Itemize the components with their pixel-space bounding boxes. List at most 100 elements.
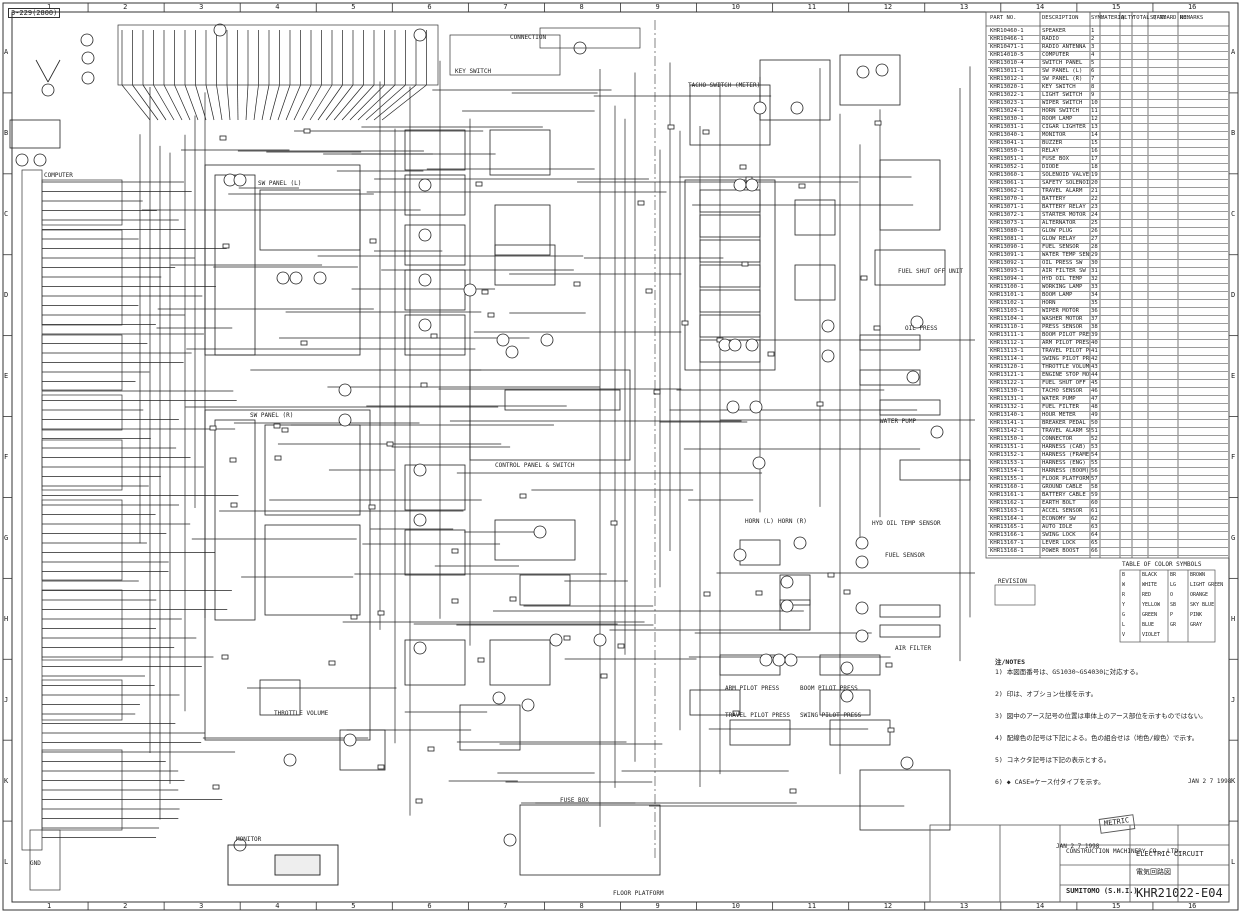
reference-number-circles	[15, 23, 944, 852]
bom-sym: 47	[1091, 396, 1098, 402]
bom-description: SAFETY SOLENOID	[1042, 180, 1090, 186]
bom-sym: 7	[1091, 76, 1095, 82]
color-table-cell: V	[1122, 632, 1126, 638]
bom-sym: 64	[1091, 532, 1098, 538]
bom-part-no: KHR13080-1	[990, 228, 1024, 234]
bom-sym: 32	[1091, 276, 1098, 282]
bom-part-no: KHR13140-1	[990, 412, 1024, 418]
row-letter: G	[4, 533, 9, 542]
bom-description: CIGAR LIGHTER	[1042, 124, 1086, 130]
bom-header-cell: PART NO.	[990, 15, 1017, 21]
bom-part-no: KHR13091-1	[990, 252, 1024, 258]
bom-sym: 1	[1091, 28, 1095, 34]
bom-description: STARTER MOTOR	[1042, 212, 1086, 218]
bom-description: FUEL SENSOR	[1042, 244, 1080, 250]
bom-part-no: KHR13070-1	[990, 196, 1024, 202]
bom-description: AIR FILTER SW	[1042, 268, 1086, 274]
bom-part-no: KHR13153-1	[990, 460, 1024, 466]
note-item: 2) 印は、オプション仕様を示す。	[995, 690, 1098, 698]
bom-part-no: KHR13120-1	[990, 364, 1024, 370]
bom-sym: 37	[1091, 316, 1098, 322]
color-table-cell: ORANGE	[1190, 592, 1209, 598]
column-number: 13	[959, 3, 969, 11]
revision-box	[994, 584, 1036, 606]
bom-part-no: KHR13102-1	[990, 300, 1024, 306]
bom-description: BUZZER	[1042, 140, 1063, 146]
bom-sym: 55	[1091, 460, 1098, 466]
bom-sym: 34	[1091, 292, 1098, 298]
bom-part-no: KHR13131-1	[990, 396, 1024, 402]
column-number: 14	[1035, 902, 1045, 910]
bom-sym: 50	[1091, 420, 1098, 426]
bom-header-cell: STANDARD NO.	[1150, 15, 1190, 21]
bom-sym: 49	[1091, 412, 1098, 418]
row-letter: B	[1231, 129, 1236, 138]
bom-part-no: KHR13104-1	[990, 316, 1024, 322]
bom-description: TACHO SENSOR	[1042, 388, 1083, 394]
bom-sym: 54	[1091, 452, 1098, 458]
column-number: 16	[1187, 902, 1197, 910]
row-letter: D	[1231, 291, 1236, 300]
drawing-number: KHR21022-E04	[1136, 886, 1223, 900]
bom-part-no: KHR13031-1	[990, 124, 1024, 130]
bom-description: EARTH BOLT	[1042, 500, 1076, 506]
note-item: 5) コネクタ記号は下記の表示とする。	[995, 756, 1111, 764]
bom-description: SPEAKER	[1042, 28, 1066, 34]
row-letter: K	[1231, 776, 1236, 785]
monitor-block	[227, 844, 339, 886]
bom-description: RADIO	[1042, 36, 1059, 42]
color-table-cell: BROWN	[1190, 572, 1206, 578]
row-letter: H	[1231, 614, 1236, 623]
bom-part-no: KHR13020-1	[990, 84, 1024, 90]
bom-part-no: KHR13093-1	[990, 268, 1024, 274]
label-horn-r: HORN (R)	[778, 518, 807, 525]
label-fuel-sensor: FUEL SENSOR	[885, 552, 925, 559]
label-key-switch: KEY SWITCH	[455, 68, 492, 75]
bom-sym: 3	[1091, 44, 1095, 50]
bom-sym: 8	[1091, 84, 1095, 90]
label-sw-panel-r: SW PANEL (R)	[250, 412, 294, 419]
bom-description: BATTERY	[1042, 196, 1066, 202]
bom-sym: 26	[1091, 228, 1098, 234]
label-throttle: THROTTLE VOLUME	[274, 710, 329, 717]
bom-sym: 52	[1091, 436, 1098, 442]
bom-sym: 61	[1091, 508, 1098, 514]
bom-sym: 5	[1091, 60, 1095, 66]
column-number: 6	[427, 3, 432, 11]
bom-part-no: KHR13071-1	[990, 204, 1024, 210]
row-letter: C	[1231, 210, 1236, 219]
bom-description: POWER BOOST	[1042, 548, 1080, 554]
color-table-cell: YELLOW	[1142, 602, 1161, 608]
bom-part-no: KHR13090-1	[990, 244, 1024, 250]
bom-sym: 17	[1091, 156, 1098, 162]
color-table-cell: GR	[1170, 622, 1177, 628]
row-letter: F	[1231, 453, 1236, 461]
bom-part-no: KHR13100-1	[990, 284, 1024, 290]
note-item: 3) 図中のアース記号の位置は車体上のアース部位を示すものではない。	[995, 712, 1207, 720]
bom-part-no: KHR13168-1	[990, 548, 1024, 554]
label-arm-pilot: ARM PILOT PRESS	[725, 685, 780, 692]
row-letter: J	[4, 695, 9, 704]
bom-description: SW PANEL (R)	[1042, 76, 1083, 82]
bom-description: OIL PRESS SW	[1042, 260, 1083, 266]
bom-part-no: KHR13062-1	[990, 188, 1024, 194]
bom-part-no: KHR13113-1	[990, 348, 1024, 354]
